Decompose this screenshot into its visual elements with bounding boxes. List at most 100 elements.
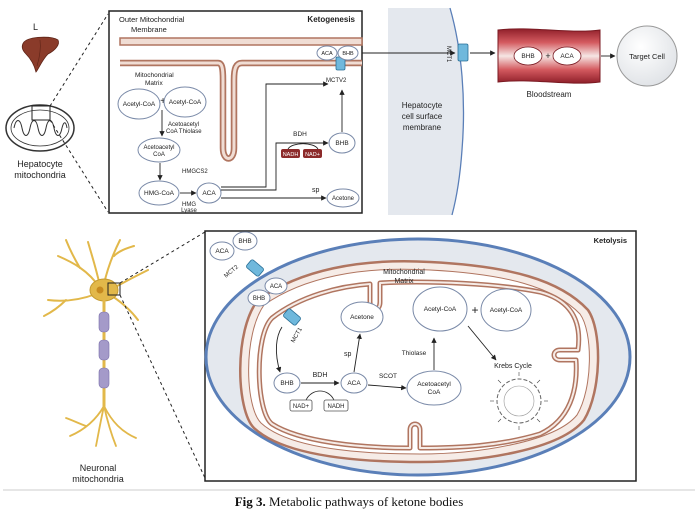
bloodstream-section: BHB + ACA Bloodstream Target Cell (470, 25, 678, 99)
blood-bhb (513, 46, 543, 66)
kl-nadh-label: NADH (327, 404, 344, 410)
keto-acetyl-coa-1 (117, 88, 161, 120)
hepatocyte-cell-surface (388, 8, 464, 215)
outer-membrane-band (119, 37, 363, 46)
kl-sp: sp (344, 351, 352, 358)
ketogenesis-panel: Ketogenesis Outer Mitochondrial Membrane… (108, 10, 363, 214)
kl-krebs-label: Krebs Cycle (494, 363, 532, 370)
neuron-zoom-line-top (119, 231, 206, 284)
myelin-sheath (98, 367, 110, 389)
kl-scot: SCOT (379, 373, 397, 380)
keto-acetone (326, 188, 360, 208)
keto-top-aca (316, 45, 338, 61)
hepatocyte-zoom-box (31, 105, 51, 121)
kl-nad-label: NAD+ (293, 404, 310, 410)
krebs-ring (496, 378, 542, 424)
kl-mct1-transporter (283, 308, 301, 326)
kl-bhb-out (232, 231, 258, 251)
kl-aca-in (264, 277, 288, 295)
keto-plus: + (160, 96, 166, 107)
kl-acetyl-coa-2 (480, 288, 532, 332)
hepatocyte-label-2: mitochondria (14, 170, 66, 180)
keto-hmg-lyase-1: HMG (182, 202, 196, 208)
outer-membrane-label-1: Outer Mitochondrial (119, 15, 185, 24)
keto-acetoacetyl-coa-2: CoA (153, 152, 165, 158)
ketolysis-matrix-label-2: Matrix (394, 278, 414, 285)
dendrite (103, 239, 121, 285)
keto-hmg-lyase-2: Lyase (181, 208, 197, 214)
neuron-section: Neuronal mitochondria (43, 239, 149, 484)
axon-terminal (69, 405, 105, 437)
keto-bdh: BDH (293, 131, 307, 138)
keto-bhb-label: BHB (335, 140, 348, 147)
figure-caption-text: Metabolic pathways of ketone bodies (265, 494, 464, 509)
kl-nad-curve (305, 390, 335, 401)
neuron-soma (89, 278, 119, 302)
hepatocyte-mct1-transporter (457, 43, 469, 62)
dendrite (43, 299, 67, 317)
zoom-line-bottom (49, 119, 109, 213)
dendrite (47, 293, 97, 302)
kl-bhb-in-label: BHB (253, 296, 265, 302)
kl-acetone-label: Acetone (350, 314, 374, 321)
ketolysis-inner-membrane-core (258, 281, 580, 449)
kl-aca-label: ACA (347, 380, 361, 387)
kl-bhb (273, 372, 301, 394)
blood-aca-label: ACA (560, 53, 574, 60)
blood-plus: + (545, 51, 550, 61)
blood-aca (552, 46, 582, 66)
keto-aca-label: ACA (202, 190, 216, 197)
kl-acetoacetyl-coa-2: CoA (428, 389, 441, 396)
krebs-tick (536, 379, 541, 384)
neuronal-label-1: Neuronal (80, 463, 117, 473)
kl-aca-in-label: ACA (270, 284, 282, 290)
keto-sp: sp (312, 187, 320, 194)
liver-lobe-line (36, 39, 41, 67)
neuron-nucleus (96, 286, 104, 294)
krebs-inner-ring (503, 385, 535, 417)
krebs-tick (536, 418, 541, 423)
keto-top-aca-label: ACA (321, 51, 333, 57)
kl-bdh: BDH (313, 372, 328, 379)
target-cell (616, 25, 678, 87)
figure-caption: Fig 3. Metabolic pathways of ketone bodi… (0, 494, 698, 510)
keto-bhb (328, 132, 356, 154)
keto-acetoacetyl-coa-1: Acetoacetyl (143, 145, 174, 151)
kl-plus: + (471, 303, 478, 317)
keto-nad-label: NAD+ (305, 152, 320, 158)
keto-nadh-badge (281, 149, 300, 158)
neuron-zoom-box (107, 282, 121, 296)
axon-terminal (103, 405, 137, 439)
keto-nad-curve (287, 143, 319, 150)
keto-acetone-label: Acetone (332, 196, 355, 202)
hepatocyte-cristae (13, 120, 68, 136)
neuronal-label-2: mitochondria (72, 474, 124, 484)
krebs-tick (497, 379, 502, 384)
dendrite (113, 245, 135, 257)
kl-bhb-in (247, 289, 271, 307)
kl-bhb-out-label: BHB (238, 238, 251, 245)
target-cell-label: Target Cell (629, 52, 665, 61)
hepatocyte-membrane-label-1: Hepatocyte (402, 101, 443, 110)
hepatocyte-membrane-label-3: membrane (403, 123, 442, 132)
keto-mctv2-label: MCTV2 (326, 78, 347, 84)
keto-route-to-bhb (221, 140, 329, 191)
keto-thiolase-1: Acetoacetyl (168, 122, 199, 128)
kl-arrow-krebs (467, 325, 497, 361)
kl-nadh-badge (323, 399, 349, 412)
kl-arrow-in (275, 326, 283, 373)
keto-aca (196, 182, 222, 204)
hepatocyte-membrane-edge (449, 7, 465, 216)
blood-vessel (497, 28, 601, 84)
kl-aca-out-label: ACA (215, 248, 229, 255)
blood-bhb-label: BHB (521, 53, 534, 60)
zoom-line-top (49, 13, 109, 107)
liver-label: L (33, 22, 38, 32)
neuron-zoom-line-bottom (119, 294, 206, 479)
dendrite (65, 239, 81, 269)
krebs-tick (497, 418, 502, 423)
keto-top-bhb-label: BHB (342, 51, 354, 57)
kl-acetoacetyl-coa-1: Acetoacetyl (417, 381, 451, 388)
ketolysis-matrix-label-1: Mitochondrial (383, 269, 425, 276)
